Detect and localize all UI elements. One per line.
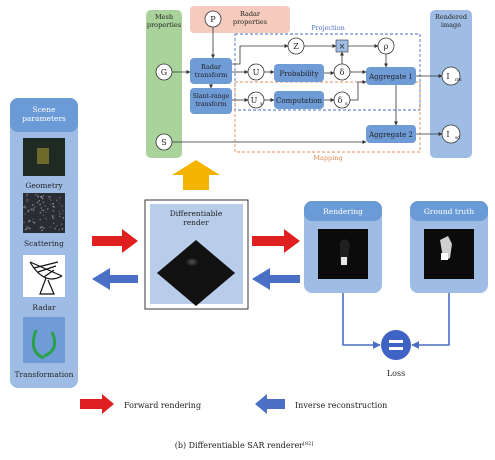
figure-caption-ref: [82] xyxy=(303,441,313,447)
node-I-sd-label: I xyxy=(446,130,449,139)
ground-truth-panel: Ground truth xyxy=(410,201,488,293)
geometry-shape xyxy=(37,148,49,164)
projection-label: Projection xyxy=(311,24,345,32)
legend: Forward rendering Inverse reconstruction xyxy=(80,394,387,414)
legend-forward-label: Forward rendering xyxy=(124,401,201,410)
ground-truth-highlight xyxy=(441,253,448,260)
legend-inverse-label: Inverse reconstruction xyxy=(295,401,387,410)
loss-equals-top xyxy=(389,340,403,343)
node-delta-s-label: δ xyxy=(338,96,343,105)
slant-range-transform-box xyxy=(190,88,232,114)
forward-arrow-right xyxy=(252,229,300,253)
scene-item-scattering: Scattering xyxy=(24,239,64,248)
mapping-box xyxy=(234,81,421,153)
rendering-panel: Rendering xyxy=(304,201,382,293)
projection-box xyxy=(234,33,421,111)
node-delta-label: δ xyxy=(340,68,345,77)
mapping-label: Mapping xyxy=(313,154,342,162)
scene-panel-header xyxy=(10,98,78,132)
node-G-label: G xyxy=(161,68,167,77)
scattering-noise xyxy=(23,193,64,232)
node-I-ms-label: I xyxy=(446,72,449,81)
computation-text: Computation xyxy=(276,97,322,105)
mesh-properties-column xyxy=(146,10,182,158)
node-Us-label: U xyxy=(251,96,258,105)
computation-box xyxy=(274,91,324,109)
node-I-sd-subscript: sd xyxy=(455,135,460,141)
probability-box xyxy=(274,64,324,82)
loss-label: Loss xyxy=(387,369,405,378)
aggregate-1-box xyxy=(366,67,416,85)
aggregate-2-text: Aggregate 2 xyxy=(368,131,413,139)
loss-equals-bottom xyxy=(389,347,403,350)
node-I-ms-subscript: ms xyxy=(455,78,462,83)
radar-transform-box xyxy=(190,58,232,84)
node-rho-label: ρ xyxy=(384,42,389,51)
scene-item-transformation: Transformation xyxy=(15,370,74,379)
node-delta-s-subscript: s xyxy=(345,101,348,107)
diff-render-target xyxy=(186,258,198,266)
figure-caption: (b) Differentiable SAR renderer[82] xyxy=(175,441,314,450)
pipeline-connectors xyxy=(172,27,443,144)
scattering-thumbnail xyxy=(23,193,65,233)
ground-truth-title: Ground truth xyxy=(424,207,474,216)
probability-text: Probability xyxy=(280,70,319,78)
transformation-thumbnail xyxy=(23,317,65,363)
rendering-title: Rendering xyxy=(323,207,363,216)
diff-render-image xyxy=(157,240,235,306)
rendering-panel-header xyxy=(304,201,382,221)
inverse-arrow-left xyxy=(92,268,138,290)
loss-node xyxy=(381,330,411,360)
node-Z-label: Z xyxy=(293,42,299,51)
node-S-label: S xyxy=(161,138,166,147)
radar-dish-icon xyxy=(29,261,63,295)
aggregate-1-text: Aggregate 1 xyxy=(368,73,413,81)
legend-inverse-arrow xyxy=(255,394,285,414)
inverse-arrow-right xyxy=(252,268,300,290)
aggregate-2-box xyxy=(366,125,416,143)
loss-connectors xyxy=(342,293,450,349)
rendering-highlight xyxy=(341,257,347,265)
ground-truth-panel-header xyxy=(410,201,488,221)
transformation-arc-icon xyxy=(31,329,45,360)
scene-item-geometry: Geometry xyxy=(25,181,63,190)
scene-item-radar: Radar xyxy=(32,303,56,312)
node-U-label: U xyxy=(253,68,260,77)
up-arrow xyxy=(172,160,220,190)
multiply-label: × xyxy=(339,42,346,51)
legend-forward-arrow xyxy=(80,394,114,414)
radar-thumbnail xyxy=(23,255,65,297)
transformation-arc-icon-2 xyxy=(43,331,57,358)
forward-arrow-left xyxy=(92,229,138,253)
node-P-label: P xyxy=(210,15,216,24)
node-Us-subscript: s xyxy=(260,101,263,107)
figure-caption-text: (b) Differentiable SAR renderer xyxy=(175,441,303,450)
